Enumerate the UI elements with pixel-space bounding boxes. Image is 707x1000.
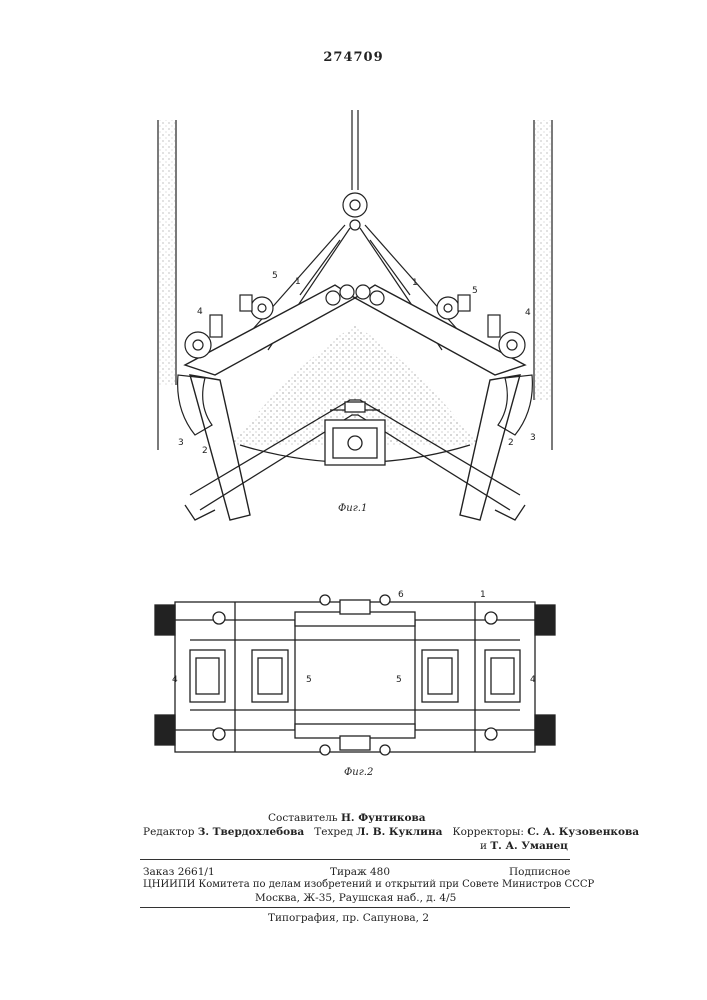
compiler-name: Н. Фунтикова xyxy=(341,812,426,824)
suspension-rod xyxy=(343,110,367,230)
callout-right-3: 3 xyxy=(530,433,536,443)
divider-bottom xyxy=(140,907,570,908)
corrector-2-prefix: и xyxy=(480,840,487,852)
callout-fig2-4a: 4 xyxy=(172,675,178,685)
editor-line: Редактор З. Твердохлебова Техред Л. В. К… xyxy=(143,826,639,838)
callout-fig2-6: 6 xyxy=(398,590,404,600)
correctors-label: Корректоры: xyxy=(452,826,523,838)
callout-left-1: 1 xyxy=(295,277,301,287)
corrector-2: Т. А. Уманец xyxy=(490,840,568,852)
callout-fig2-1: 1 xyxy=(480,590,486,600)
figure-2-drawing: 6 1 4 5 5 4 xyxy=(0,590,707,770)
figure-2-caption: Фиг.2 xyxy=(344,767,373,778)
callout-left-5: 5 xyxy=(272,271,278,281)
divider-top xyxy=(140,859,570,860)
compiler-line: Составитель Н. Фунтикова xyxy=(268,812,426,824)
techred-label: Техред xyxy=(314,826,353,838)
editor-label: Редактор xyxy=(143,826,194,838)
corrector-2-line: и Т. А. Уманец xyxy=(480,840,568,852)
callout-right-5: 5 xyxy=(472,286,478,296)
publisher-line: ЦНИИПИ Комитета по делам изобретений и о… xyxy=(143,879,594,890)
callout-right-2: 2 xyxy=(508,438,514,448)
order-number: Заказ 2661/1 xyxy=(143,866,215,878)
patent-number: 274709 xyxy=(0,50,707,65)
subscription: Подписное xyxy=(509,866,570,878)
callout-fig2-5b: 5 xyxy=(396,675,402,685)
figure-1-caption: Фиг.1 xyxy=(338,503,367,514)
figure-1-drawing: 5 1 4 3 2 1 5 4 2 3 xyxy=(0,110,707,530)
editor-name: З. Твердохлебова xyxy=(198,826,304,838)
circulation: Тираж 480 xyxy=(330,866,390,878)
corrector-1: С. А. Кузовенкова xyxy=(527,826,639,838)
publisher-address: Москва, Ж-35, Раушская наб., д. 4/5 xyxy=(255,892,456,904)
callout-left-4: 4 xyxy=(197,307,203,317)
callout-fig2-5a: 5 xyxy=(306,675,312,685)
callout-right-1: 1 xyxy=(412,278,418,288)
techred-name: Л. В. Куклина xyxy=(356,826,442,838)
callout-right-4: 4 xyxy=(525,308,531,318)
printer-line: Типография, пр. Сапунова, 2 xyxy=(268,912,429,924)
callout-left-3: 3 xyxy=(178,438,184,448)
callout-fig2-4b: 4 xyxy=(530,675,536,685)
compiler-label: Составитель xyxy=(268,812,338,824)
callout-left-2: 2 xyxy=(202,446,208,456)
